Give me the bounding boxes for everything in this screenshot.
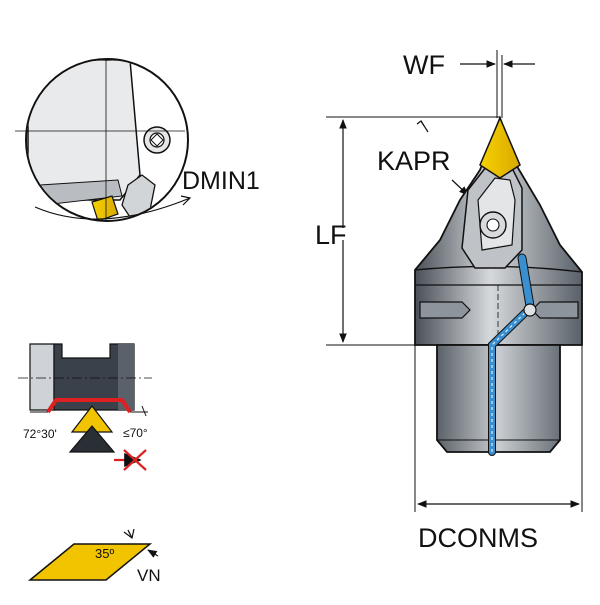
insert-angle-label: 35º [95,546,114,561]
angle-right-label: ≤70° [123,426,148,440]
vn-label: VN [137,566,161,585]
profile-view: 72°30' ≤70° [18,343,152,471]
detail-view: DMIN1 [15,58,260,222]
angle-left-label: 72°30' [23,427,57,441]
lf-label: LF [315,220,347,250]
tool-shank [436,344,561,453]
dconms-label: DCONMS [418,523,538,553]
vn-insert-shape [27,543,153,581]
insert-detail [91,195,119,220]
dmin1-arc [34,197,191,220]
red-contour [46,398,132,414]
kapr-label: KAPR [377,146,451,176]
dmin1-label: DMIN1 [182,167,260,195]
main-tool: WF LF KAPR [315,50,583,553]
wf-label: WF [403,50,445,80]
insert-tip [479,116,521,179]
coolant-channel [489,305,533,455]
insert-shape-view: 35º VN [27,528,161,585]
